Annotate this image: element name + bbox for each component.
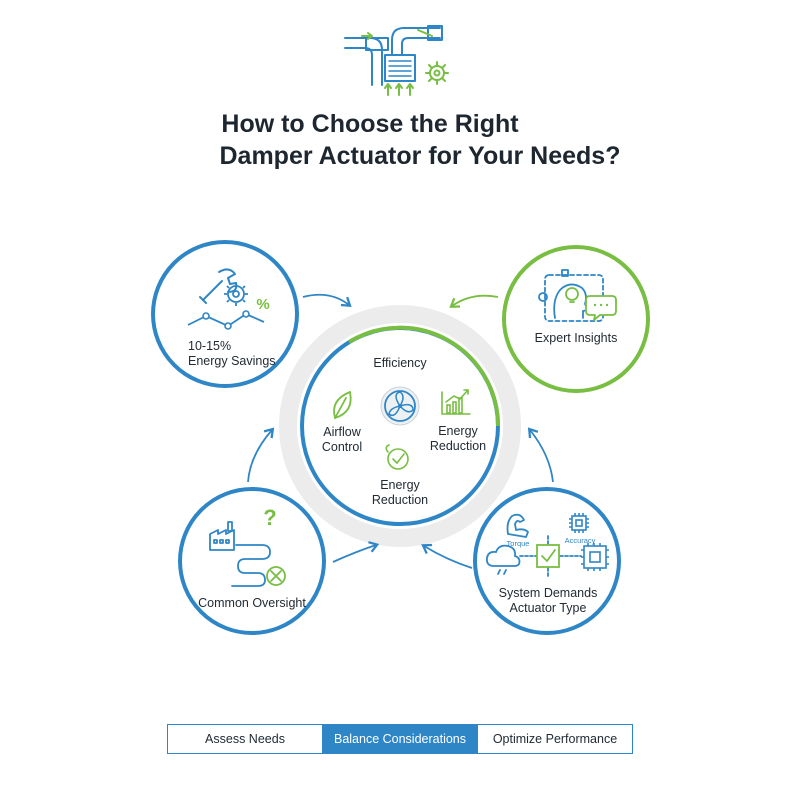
arrow-demands-to-center bbox=[421, 543, 473, 569]
arrow-oversight-to-center bbox=[332, 541, 380, 563]
duct-damper-icon bbox=[344, 25, 449, 96]
center-bottom-label: Energy Reduction bbox=[371, 478, 429, 507]
node-expert-circle bbox=[502, 245, 650, 393]
percent-symbol: % bbox=[256, 296, 270, 313]
leaf-icon bbox=[333, 390, 352, 420]
chip-icon bbox=[569, 513, 609, 571]
center-green-arc bbox=[347, 325, 501, 427]
growth-chart-icon bbox=[441, 389, 471, 415]
fan-icon bbox=[380, 386, 420, 426]
gear-icon bbox=[224, 282, 248, 306]
page-title: How to Choose the Right Damper Actuator … bbox=[0, 108, 800, 172]
title-line-1: How to Choose the Right bbox=[221, 110, 519, 138]
node-expert-label: Expert Insights bbox=[534, 331, 618, 345]
eco-check-icon bbox=[385, 444, 409, 470]
question-mark-symbol: ? bbox=[263, 505, 277, 530]
step-optimize-performance[interactable]: Optimize Performance bbox=[477, 725, 632, 753]
wrench-icon bbox=[199, 268, 238, 304]
arrow-savings-to-center bbox=[302, 293, 352, 308]
chat-bubble-icon bbox=[585, 295, 617, 321]
center-outer-ring bbox=[279, 305, 521, 547]
checkbox-icon bbox=[519, 533, 582, 579]
step-balance-considerations[interactable]: Balance Considerations bbox=[322, 725, 477, 753]
arrow-expert-to-center bbox=[449, 294, 499, 308]
arm-icon bbox=[506, 513, 529, 538]
node-oversight-label: Common Oversight bbox=[198, 596, 306, 610]
node-demands-label: System Demands Actuator Type bbox=[498, 586, 598, 615]
step-bar: Assess Needs Balance Considerations Opti… bbox=[167, 724, 633, 754]
center-right-label: Energy Reduction bbox=[429, 424, 487, 453]
demands-tag-torque: Torque bbox=[506, 539, 530, 548]
arrow-oversight-up bbox=[247, 427, 275, 483]
node-savings-label: 10-15% Energy Savings bbox=[188, 339, 276, 368]
cloud-icon bbox=[485, 544, 521, 575]
cross-circle-icon bbox=[266, 566, 286, 586]
center-top-label: Efficiency bbox=[373, 356, 427, 370]
demands-tag-accuracy: Accuracy bbox=[564, 536, 596, 545]
step-assess-needs[interactable]: Assess Needs bbox=[205, 732, 285, 746]
node-savings-circle bbox=[151, 240, 299, 388]
node-oversight-circle bbox=[178, 487, 326, 635]
trend-line-icon bbox=[187, 310, 265, 330]
title-line-2: Damper Actuator for Your Needs? bbox=[219, 142, 621, 170]
factory-icon bbox=[209, 521, 235, 551]
winding-path-icon bbox=[231, 544, 271, 587]
center-left-label: Airflow Control bbox=[321, 425, 363, 454]
arrow-demands-up bbox=[527, 427, 554, 483]
